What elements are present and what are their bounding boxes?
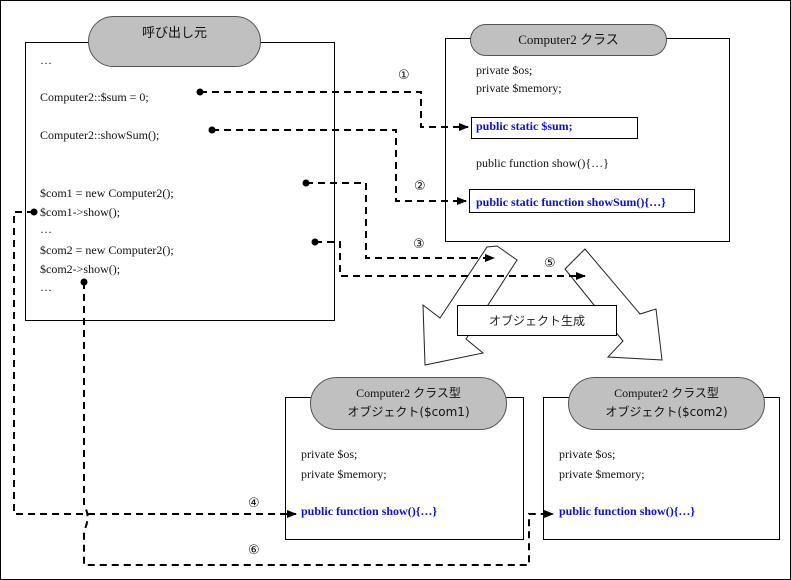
connector-1-start-dot [196, 88, 204, 96]
class-static-sum-highlight [471, 117, 638, 139]
connector-3-start-dot [302, 179, 310, 187]
object2-private-os: private $os; [559, 447, 616, 461]
caller-line-ellipsis-2: … [40, 222, 52, 236]
connector-2-start-dot [208, 126, 216, 134]
object1-title-line1: Computer2 クラス型 [356, 386, 461, 400]
caller-box [25, 42, 335, 321]
caller-title: 呼び出し元 [141, 26, 207, 41]
class-title: Computer2 クラス [518, 32, 619, 47]
object1-private-os: private $os; [301, 447, 358, 461]
object2-show-method: public function show(){…} [559, 504, 696, 518]
caller-line-com2-show: $com2->show(); [40, 262, 121, 276]
class-private-os: private $os; [476, 63, 533, 77]
object2-title-pill: Computer2 クラス型 オブジェクト($com2) [568, 377, 765, 430]
connector-1 [200, 91, 469, 131]
object2-title-line2: オブジェクト($com2) [605, 405, 728, 419]
connector-4-start-dot [30, 208, 38, 216]
caller-line-ellipsis-3: … [40, 280, 52, 294]
caller-line-new-com2: $com2 = new Computer2(); [40, 243, 174, 257]
caller-line-showsum-call: Computer2::showSum(); [40, 128, 160, 142]
creation-arrow-right-icon [564, 248, 663, 361]
connector-4 [13, 211, 297, 518]
step-number-2: ② [414, 179, 426, 194]
object1-show-method: public function show(){…} [301, 504, 438, 518]
caller-title-pill: 呼び出し元 [88, 16, 261, 67]
class-private-memory: private $memory; [476, 81, 562, 95]
connector-6-start-dot [80, 278, 88, 286]
step-number-6: ⑥ [248, 543, 260, 558]
step-number-3: ③ [413, 237, 425, 252]
object-creation-label-box: オブジェクト生成 [457, 305, 617, 336]
step-number-5: ⑤ [544, 256, 556, 271]
object1-private-memory: private $memory; [301, 467, 387, 481]
object1-title-pill: Computer2 クラス型 オブジェクト($com1) [310, 377, 507, 430]
caller-line-ellipsis-1: … [40, 53, 52, 67]
object2-private-memory: private $memory; [559, 467, 645, 481]
step-number-4: ④ [248, 496, 260, 511]
object2-title-line1: Computer2 クラス型 [614, 386, 719, 400]
object1-title-line2: オブジェクト($com1) [347, 405, 470, 419]
caller-line-new-com1: $com1 = new Computer2(); [40, 186, 174, 200]
caller-line-sum-assign: Computer2::$sum = 0; [40, 90, 149, 104]
class-static-sum: public static $sum; [476, 119, 573, 133]
connector-6 [83, 282, 554, 566]
class-show-method: public function show(){…} [476, 156, 609, 170]
class-static-showsum-highlight [469, 189, 695, 213]
step-number-1: ① [398, 68, 410, 83]
connector-5 [315, 241, 586, 280]
object-creation-label: オブジェクト生成 [488, 314, 585, 328]
connector-5-start-dot [311, 238, 319, 246]
class-title-pill: Computer2 クラス [470, 24, 667, 56]
class-static-showsum: public static function showSum(){…} [476, 195, 666, 209]
connector-3 [306, 182, 495, 262]
caller-line-com1-show: $com1->show(); [40, 205, 121, 219]
connector-2 [212, 129, 467, 205]
